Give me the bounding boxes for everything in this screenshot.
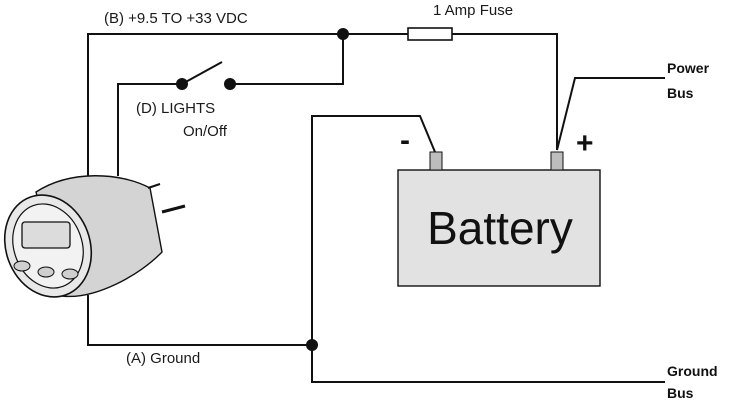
fuse-label: 1 Amp Fuse xyxy=(433,2,513,19)
power-bus-wire xyxy=(556,77,665,151)
junction-dot-power xyxy=(337,28,349,40)
positive-sign: + xyxy=(576,127,594,160)
supply-label: (B) +9.5 TO +33 VDC xyxy=(104,10,248,27)
power-bus-label: Power xyxy=(667,60,710,76)
switch-feed-wire xyxy=(232,34,344,85)
ground-label: (A) Ground xyxy=(126,350,200,367)
ground-bus-label-line2: Bus xyxy=(667,385,694,400)
fuse-icon xyxy=(407,27,453,41)
battery: Battery xyxy=(397,151,601,287)
switch-icon xyxy=(176,61,236,90)
negative-terminal xyxy=(429,151,443,171)
power-bus-label-line2: Bus xyxy=(667,85,694,101)
gauge-meter-icon xyxy=(3,175,186,298)
ground-wire xyxy=(87,295,312,346)
battery-label: Battery xyxy=(427,202,573,254)
power-wire xyxy=(87,33,558,182)
positive-terminal xyxy=(550,151,564,171)
lights-wire xyxy=(117,83,182,176)
lights-state-label: On/Off xyxy=(183,123,228,140)
lights-label: (D) LIGHTS xyxy=(136,100,215,117)
ground-bus-label: Ground xyxy=(667,363,718,379)
battery-negative-wire xyxy=(311,115,665,383)
negative-sign: - xyxy=(400,124,410,157)
